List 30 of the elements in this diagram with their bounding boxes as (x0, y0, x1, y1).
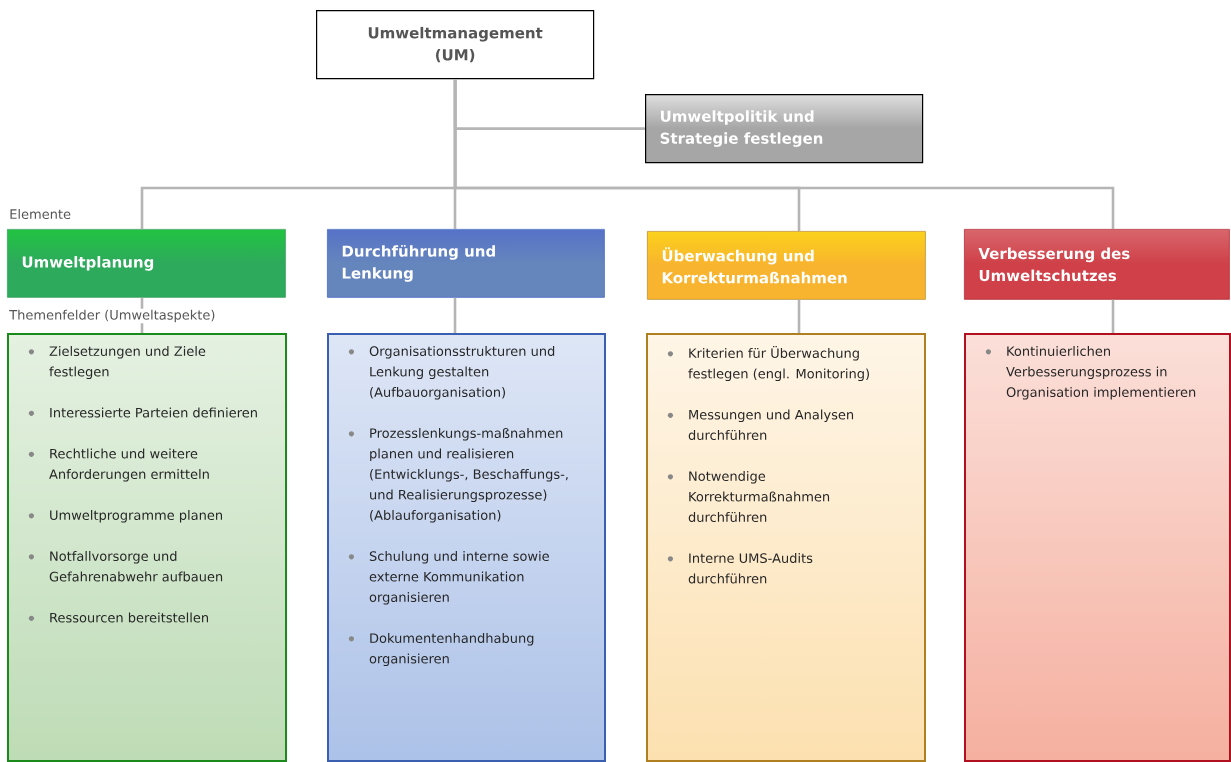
connector-line (1111, 299, 1115, 333)
connector-line (453, 297, 457, 333)
list-item: Schulung und interne sowie externe Kommunikation organisieren (348, 551, 549, 605)
list-item: Ressourcen bereitstellen (28, 612, 208, 623)
header-box: Umweltplanung (7, 229, 286, 298)
content-box (964, 333, 1231, 762)
list-item: Notwendige Korrekturmaßnahmen durchführen (667, 470, 830, 523)
header-box: Verbesserung des Umweltschutzes (964, 229, 1230, 300)
connector-line (797, 299, 801, 333)
list-item: Organisationsstrukturen und Lenkung gestalten (Aufbauorganisation) (348, 346, 555, 400)
header-box: Durchführung und Lenkung (327, 229, 605, 298)
list-item: Interne UMS-Audits durchführen (667, 552, 813, 584)
list-item: Zielsetzungen und Ziele festlegen (28, 346, 206, 380)
list-item: Prozesslenkungs-maßnahmen planen und realisieren (Entwicklungs-, Beschaffungs-, und Realisierungsprozesse) (Ablauforganisation) (348, 428, 568, 523)
list-item: Interessierte Parteien definieren (28, 407, 257, 418)
section-label: Themenfelder (Umweltaspekte) (8, 308, 217, 324)
header-box: Überwachung und Korrekturmaßnahmen (647, 231, 926, 300)
connector-line (453, 79, 1115, 229)
header-box: Umweltpolitik und Strategie festlegen (645, 94, 924, 164)
list-item: Kontinuierlichen Verbesserungsprozess in Organisation implementieren (985, 346, 1196, 400)
content-box (7, 333, 287, 762)
list-item: Kriterien für Überwachung festlegen (engl. Monitoring) (667, 346, 869, 382)
list-item: Dokumentenhandhabung organisieren (348, 633, 534, 667)
list-item: Umweltprogramme planen (28, 510, 222, 523)
title-box: Umweltmanagement (UM) (316, 10, 595, 80)
content-box (327, 333, 606, 762)
list-item: Notfallvorsorge und Gefahrenabwehr aufbauen (28, 551, 223, 582)
content-box (646, 333, 926, 762)
list-item: Rechtliche und weitere Anforderungen ermitteln (28, 448, 209, 482)
list-item: Messungen und Analysen durchführen (667, 409, 854, 441)
